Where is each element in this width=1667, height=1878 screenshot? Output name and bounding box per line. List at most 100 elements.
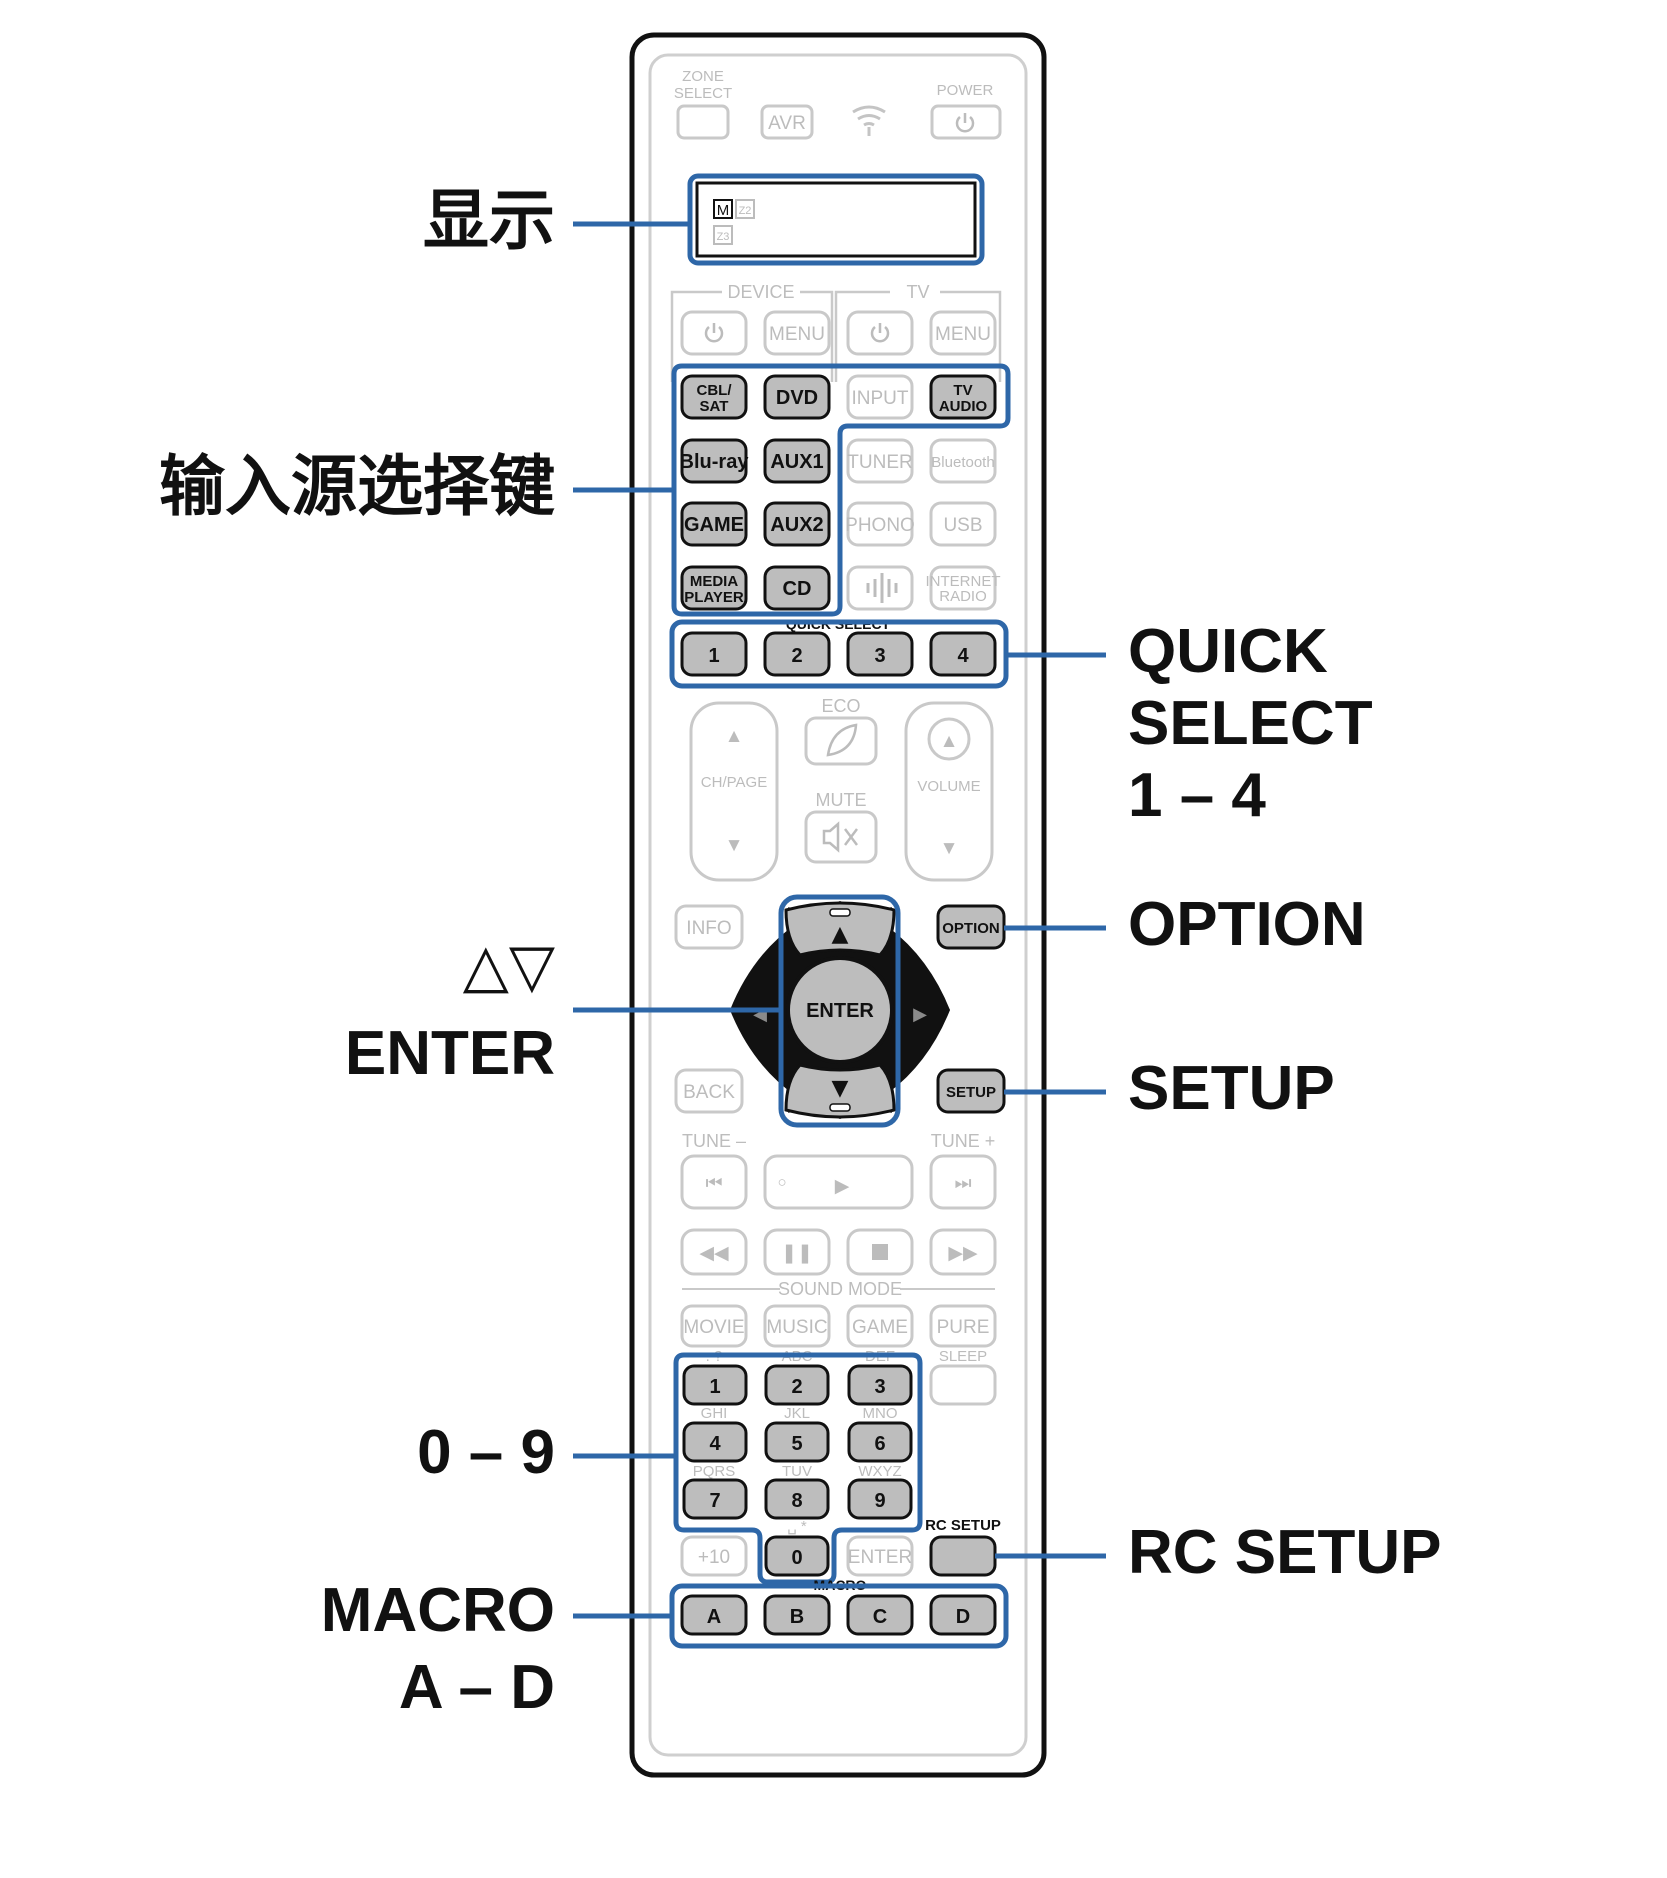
volume-up-ring	[927, 717, 971, 761]
numpad-1-button[interactable]	[682, 1364, 748, 1406]
callout-option: OPTION	[1128, 890, 1366, 959]
pure-label: PURE	[937, 1317, 990, 1338]
dvd-button[interactable]	[763, 374, 831, 420]
macro-b-label: B	[790, 1606, 804, 1628]
callout-macro-line2: A – D	[398, 1653, 555, 1722]
next-track-button[interactable]	[929, 1154, 997, 1210]
callout-rc-setup: RC SETUP	[1128, 1518, 1442, 1587]
numpad-0-button[interactable]	[764, 1535, 830, 1577]
cursor-down-button[interactable]	[784, 1063, 896, 1119]
bluetooth-button[interactable]	[929, 438, 997, 484]
game-mode-button[interactable]	[846, 1304, 914, 1348]
numpad-0-label: 0	[791, 1547, 802, 1569]
numpad-5-button[interactable]	[764, 1421, 830, 1463]
bluray-button[interactable]	[680, 438, 748, 484]
movie-button[interactable]	[680, 1304, 748, 1348]
play-dot-icon: ○	[777, 1174, 786, 1191]
device-menu-button[interactable]	[763, 310, 831, 356]
numpad-1-label: 1	[709, 1376, 720, 1398]
tv-label: TV	[906, 282, 929, 302]
eco-button[interactable]	[804, 716, 878, 766]
callout-enter: ENTER	[344, 1019, 555, 1088]
callout-macro-line1: MACRO	[320, 1576, 555, 1645]
plus10-label: +10	[698, 1547, 730, 1568]
rewind-button[interactable]	[680, 1228, 748, 1276]
music-label: MUSIC	[766, 1317, 827, 1338]
cbl-sat-button[interactable]	[680, 374, 748, 420]
sleep-button[interactable]	[929, 1364, 997, 1406]
mute-button[interactable]	[804, 810, 878, 864]
aux1-label: AUX1	[770, 451, 823, 473]
numpad-7-button[interactable]	[682, 1478, 748, 1520]
internet-radio-button[interactable]	[929, 565, 997, 611]
media-player-button[interactable]	[680, 565, 748, 611]
numpad-9-label: 9	[874, 1490, 885, 1512]
numpad-4-button[interactable]	[682, 1421, 748, 1463]
sleep-label: SLEEP	[939, 1348, 987, 1365]
numpad-2-button[interactable]	[764, 1364, 830, 1406]
tv-audio-label-2: AUDIO	[939, 398, 988, 415]
tv-audio-label-1: TV	[953, 382, 972, 399]
fast-forward-button[interactable]	[929, 1228, 997, 1276]
numpad-9-button[interactable]	[847, 1478, 913, 1520]
avr-button[interactable]	[760, 104, 814, 140]
tv-menu-button[interactable]	[929, 310, 997, 356]
quick-select-1-button[interactable]	[680, 631, 748, 677]
mute-label: MUTE	[816, 790, 867, 810]
tune-plus-label: TUNE +	[931, 1131, 996, 1151]
setup-label: SETUP	[946, 1084, 996, 1101]
display-zone-z2	[735, 199, 755, 219]
display-m: M	[717, 202, 730, 219]
heos-button[interactable]	[846, 565, 914, 611]
numpad-8-button[interactable]	[764, 1478, 830, 1520]
info-button[interactable]	[674, 904, 744, 950]
ch-page-rocker[interactable]	[689, 701, 779, 882]
play-button[interactable]	[763, 1154, 914, 1210]
numpad-6-button[interactable]	[847, 1421, 913, 1463]
numpad-4-label: 4	[709, 1433, 721, 1455]
quick-select-3-button[interactable]	[846, 631, 914, 677]
cd-button[interactable]	[763, 565, 831, 611]
numpad-3-button[interactable]	[847, 1364, 913, 1406]
macro-d-button[interactable]	[929, 1594, 997, 1636]
back-label: BACK	[683, 1082, 735, 1103]
rc-setup-key-label: RC SETUP	[925, 1517, 1001, 1534]
aux2-button[interactable]	[763, 501, 831, 547]
quick-select-4-button[interactable]	[929, 631, 997, 677]
pure-button[interactable]	[929, 1304, 997, 1348]
rc-setup-button[interactable]	[929, 1535, 997, 1577]
usb-button[interactable]	[929, 501, 997, 547]
macro-a-button[interactable]	[680, 1594, 748, 1636]
power-label: POWER	[937, 82, 994, 99]
zone-select-button[interactable]	[676, 104, 730, 140]
cd-label: CD	[783, 578, 812, 600]
quick-select-2-button[interactable]	[763, 631, 831, 677]
music-button[interactable]	[763, 1304, 831, 1348]
avr-label: AVR	[768, 113, 806, 134]
numpad-4-sub: GHI	[701, 1405, 728, 1422]
option-label: OPTION	[942, 920, 1000, 937]
tuner-button[interactable]	[846, 438, 914, 484]
enter-label: ENTER	[806, 1000, 874, 1022]
heos-icon	[866, 573, 898, 603]
previous-track-button[interactable]	[680, 1154, 748, 1210]
play-icon: ▶	[835, 1176, 850, 1197]
enter-button[interactable]	[786, 956, 894, 1064]
game-button[interactable]	[680, 501, 748, 547]
quick-select-4-label: 4	[957, 645, 969, 667]
plus10-button[interactable]	[680, 1535, 748, 1577]
input-button[interactable]	[846, 374, 914, 420]
pause-button[interactable]	[763, 1228, 831, 1276]
info-label: INFO	[686, 918, 731, 939]
cbl-sat-label-1: CBL/	[697, 382, 733, 399]
back-button[interactable]	[674, 1068, 744, 1114]
phono-button[interactable]	[846, 501, 914, 547]
macro-b-button[interactable]	[763, 1594, 831, 1636]
macro-c-button[interactable]	[846, 1594, 914, 1636]
tv-audio-button[interactable]	[929, 374, 997, 420]
eco-leaf-icon	[826, 723, 858, 757]
volume-rocker[interactable]	[904, 701, 994, 882]
aux1-button[interactable]	[763, 438, 831, 484]
numpad-enter-button[interactable]	[846, 1535, 914, 1577]
cursor-up-button[interactable]	[784, 901, 896, 957]
